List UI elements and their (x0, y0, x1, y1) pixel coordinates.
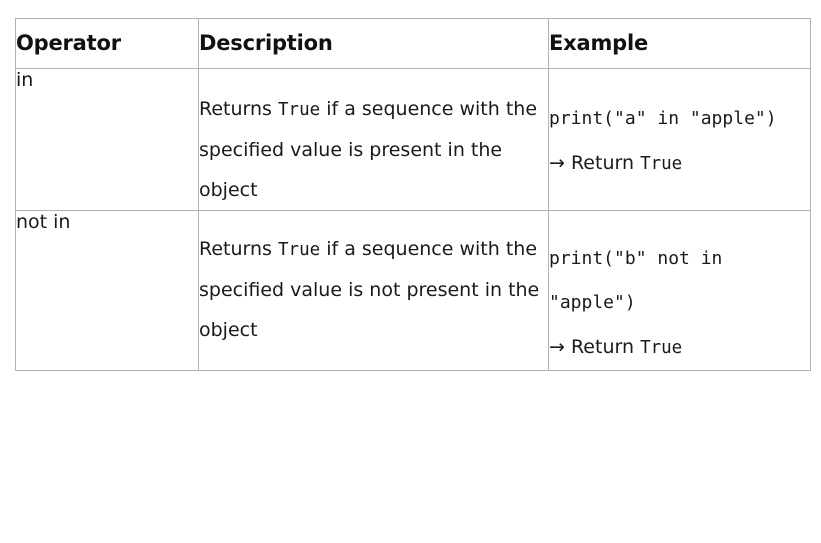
example-result-label: Return (564, 152, 641, 174)
column-header-description: Description (198, 18, 549, 69)
table-row: in Returns True if a sequence with the s… (15, 68, 811, 211)
cell-operator: not in (15, 210, 199, 371)
example-result-value: True (640, 154, 683, 174)
arrow-right-icon: → (549, 336, 565, 358)
table-row: not in Returns True if a sequence with t… (15, 210, 811, 371)
description-code-literal: True (278, 100, 321, 120)
description-suffix: if a sequence with the specified value i… (199, 98, 538, 201)
cell-description: Returns True if a sequence with the spec… (198, 210, 549, 371)
table-body: in Returns True if a sequence with the s… (15, 68, 811, 371)
example-code-snippet: print("a" in "apple") (549, 108, 777, 129)
column-header-operator: Operator (15, 18, 199, 69)
description-code-literal: True (278, 240, 321, 260)
description-suffix: if a sequence with the specified value i… (199, 238, 540, 341)
cell-operator: in (15, 68, 199, 211)
description-prefix: Returns (199, 238, 278, 260)
table-header: Operator Description Example (15, 18, 811, 69)
table-header-row: Operator Description Example (15, 18, 811, 69)
example-result-value: True (640, 338, 683, 358)
example-result: → Return True (549, 141, 810, 186)
cell-description: Returns True if a sequence with the spec… (198, 68, 549, 211)
arrow-right-icon: → (549, 152, 565, 174)
description-prefix: Returns (199, 98, 278, 120)
column-header-example: Example (548, 18, 811, 69)
example-result: → Return True (549, 325, 810, 370)
operators-table-container: Operator Description Example in Returns … (15, 18, 811, 371)
example-code-snippet: print("b" not in "apple") (549, 248, 723, 313)
python-membership-operators-table: Operator Description Example in Returns … (15, 18, 811, 371)
cell-example: print("b" not in "apple") → Return True (548, 210, 811, 371)
example-result-label: Return (564, 336, 641, 358)
cell-example: print("a" in "apple") → Return True (548, 68, 811, 211)
